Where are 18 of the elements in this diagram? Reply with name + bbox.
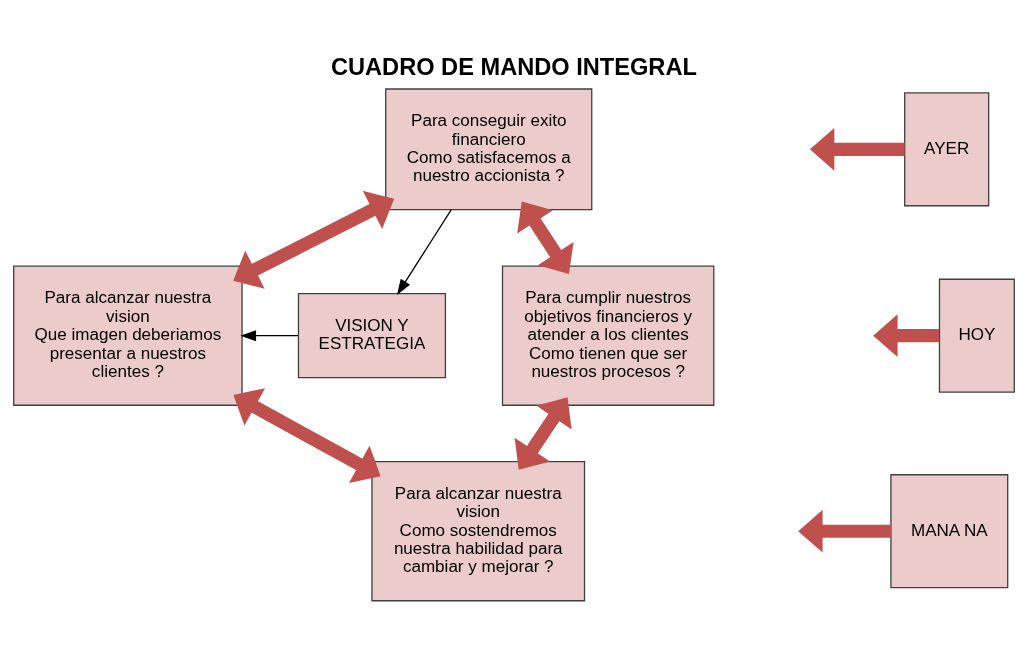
arrow: [396, 209, 452, 296]
node-box: MANA NA: [890, 474, 1009, 589]
arrow: [873, 314, 940, 357]
diagram-title: CUADRO DE MANDO INTEGRAL: [330, 54, 697, 81]
node-box: HOY: [938, 278, 1015, 393]
node-box: Para alcanzar nuestra vision Que imagen deberiamos presentar a nuestros clientes ?: [13, 265, 243, 406]
arrow: [233, 388, 381, 484]
node-box: Para alcanzar nuestra vision Como sostendremos nuestra habilidad para cambiar y mejorar ?: [371, 461, 586, 602]
node-box: VISION Y ESTRATEGIA: [297, 293, 447, 379]
arrow: [517, 201, 574, 275]
arrow: [240, 330, 299, 342]
arrow: [514, 397, 572, 470]
node-box: Para conseguir exito financiero Como satisfacemos a nuestro accionista ?: [385, 88, 593, 211]
arrow: [809, 128, 905, 171]
node-box: Para cumplir nuestros objetivos financieros y atender a los clientes Como tienen que ser nuestros procesos ?: [501, 265, 715, 406]
arrow: [798, 509, 891, 553]
arrow: [233, 190, 395, 289]
node-box: AYER: [904, 92, 990, 207]
